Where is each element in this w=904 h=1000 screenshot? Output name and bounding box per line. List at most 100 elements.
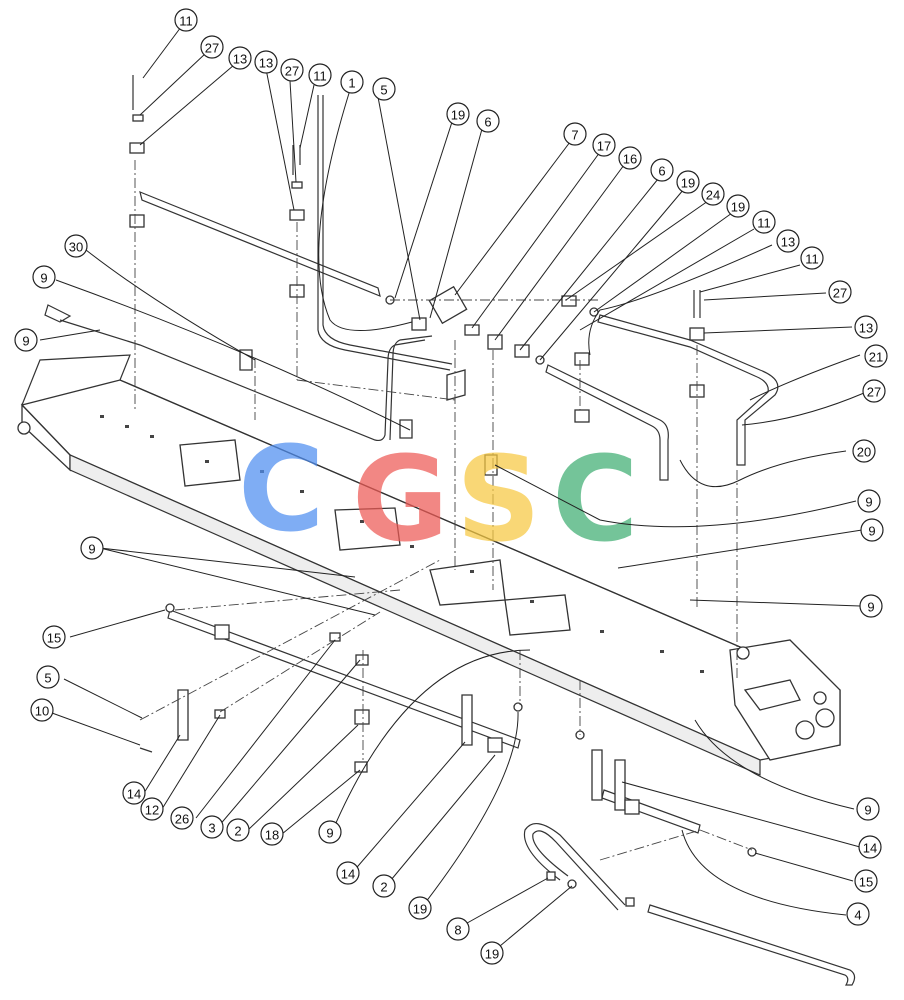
callout-16: 16: [618, 146, 642, 170]
callout-number: 15: [859, 875, 873, 890]
callout-9: 9: [859, 594, 883, 618]
callout-number: 9: [865, 495, 872, 510]
callout-number: 9: [88, 542, 95, 557]
callout-9: 9: [856, 797, 880, 821]
callout-24: 24: [701, 182, 725, 206]
callout-number: 6: [484, 115, 491, 130]
callout-17: 17: [592, 133, 616, 157]
callout-number: 13: [259, 56, 273, 71]
callout-11: 11: [800, 246, 824, 270]
callout-2: 2: [226, 818, 250, 842]
callout-21: 21: [864, 344, 888, 368]
watermark-letter: C: [238, 420, 325, 558]
callout-20: 20: [852, 439, 876, 463]
fittings: [129, 75, 757, 907]
callout-number: 9: [40, 271, 47, 286]
callout-14: 14: [858, 835, 882, 859]
callout-15: 15: [854, 869, 878, 893]
callout-number: 1: [348, 76, 355, 91]
callout-number: 5: [380, 83, 387, 98]
callout-10: 10: [30, 698, 54, 722]
callout-number: 9: [868, 524, 875, 539]
callout-number: 2: [234, 824, 241, 839]
callout-number: 14: [127, 787, 141, 802]
callout-5: 5: [36, 665, 60, 689]
callout-number: 21: [869, 350, 883, 365]
callout-number: 14: [341, 867, 355, 882]
callout-8: 8: [446, 917, 470, 941]
callout-18: 18: [260, 822, 284, 846]
callout-11: 11: [308, 63, 332, 87]
callout-number: 11: [805, 252, 819, 267]
callout-13: 13: [776, 229, 800, 253]
callout-number: 8: [454, 923, 461, 938]
callout-number: 3: [208, 821, 215, 836]
callout-12: 12: [140, 797, 164, 821]
watermark: C G S C: [238, 420, 639, 568]
callout-27: 27: [280, 58, 304, 82]
callout-19: 19: [676, 170, 700, 194]
callout-number: 2: [380, 880, 387, 895]
callout-number: 19: [731, 200, 745, 215]
callout-19: 19: [726, 194, 750, 218]
callout-14: 14: [336, 861, 360, 885]
alignment-lines: [134, 160, 753, 861]
callout-11: 11: [752, 210, 776, 234]
callout-number: 27: [205, 41, 219, 56]
callout-30: 30: [64, 234, 88, 258]
callout-number: 9: [326, 826, 333, 841]
callout-number: 18: [265, 828, 279, 843]
callout-number: 7: [571, 128, 578, 143]
callout-27: 27: [200, 35, 224, 59]
callout-number: 19: [451, 108, 465, 123]
callout-9: 9: [857, 489, 881, 513]
callout-5: 5: [372, 77, 396, 101]
callout-number: 5: [44, 671, 51, 686]
callout-19: 19: [480, 941, 504, 965]
callout-number: 13: [233, 52, 247, 67]
callout-9: 9: [14, 328, 38, 352]
callout-number: 4: [854, 908, 861, 923]
callout-number: 14: [863, 841, 877, 856]
callout-number: 15: [47, 631, 61, 646]
callout-9: 9: [80, 536, 104, 560]
callout-number: 6: [658, 164, 665, 179]
callout-6: 6: [476, 109, 500, 133]
callout-2: 2: [372, 874, 396, 898]
callout-15: 15: [42, 625, 66, 649]
callout-1: 1: [340, 70, 364, 94]
callout-number: 17: [597, 139, 611, 154]
callout-3: 3: [200, 815, 224, 839]
callout-4: 4: [846, 902, 870, 926]
callout-number: 24: [706, 188, 720, 203]
callout-number: 19: [485, 947, 499, 962]
callout-number: 16: [623, 152, 637, 167]
callout-11: 11: [174, 8, 198, 32]
callout-number: 9: [22, 334, 29, 349]
callout-number: 13: [859, 321, 873, 336]
callout-number: 26: [175, 812, 189, 827]
callout-number: 19: [681, 176, 695, 191]
callout-9: 9: [32, 265, 56, 289]
callout-number: 27: [833, 286, 847, 301]
callout-number: 27: [285, 64, 299, 79]
callout-number: 9: [864, 803, 871, 818]
callout-number: 12: [145, 803, 159, 818]
callout-27: 27: [862, 379, 886, 403]
callout-14: 14: [122, 781, 146, 805]
callout-6: 6: [650, 158, 674, 182]
callout-9: 9: [860, 518, 884, 542]
callout-number: 30: [69, 240, 83, 255]
callout-number: 27: [867, 385, 881, 400]
callout-number: 19: [413, 902, 427, 917]
callout-19: 19: [408, 896, 432, 920]
callout-19: 19: [446, 102, 470, 126]
callout-number: 11: [757, 216, 771, 231]
callout-7: 7: [563, 122, 587, 146]
callout-13: 13: [228, 46, 252, 70]
callout-number: 13: [781, 235, 795, 250]
callout-27: 27: [828, 280, 852, 304]
boom-beam: [17, 354, 841, 776]
watermark-letter: G: [352, 430, 449, 568]
